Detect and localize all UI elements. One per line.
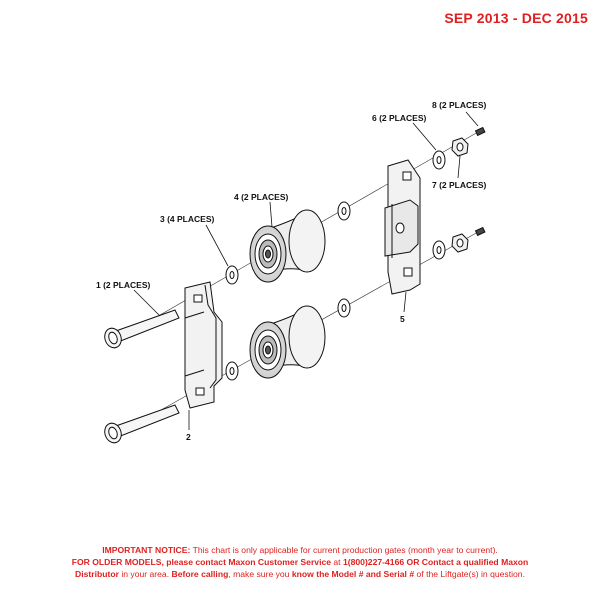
callout-part-6: 6 (2 PLACES) xyxy=(372,113,426,123)
important-notice: IMPORTANT NOTICE: This chart is only app… xyxy=(0,544,600,580)
nut-part-7 xyxy=(451,137,469,253)
phone-number: 1(800)227-4166 xyxy=(342,557,405,567)
assembly-axis-lines xyxy=(119,131,479,434)
pin-part-1 xyxy=(104,309,180,444)
exploded-parts-diagram: 1 (2 PLACES) 2 3 (4 PLACES) 4 (2 PLACES)… xyxy=(96,100,486,444)
distributor-text: Distributor xyxy=(75,569,119,579)
notice-tail: of the Liftgate(s) in question. xyxy=(414,569,525,579)
before-calling-text: Before calling xyxy=(171,569,229,579)
notice-line-1: IMPORTANT NOTICE: This chart is only app… xyxy=(0,544,600,556)
washer-part-6 xyxy=(432,150,446,260)
notice-at: at xyxy=(331,557,343,567)
washer-part-3 xyxy=(225,201,351,381)
notice-label: IMPORTANT NOTICE: xyxy=(102,545,191,555)
in-area-text: in your area. xyxy=(118,569,172,579)
bracket-part-2 xyxy=(184,281,223,409)
callout-part-3: 3 (4 PLACES) xyxy=(160,214,214,224)
notice-text: This chart is only applicable for curren… xyxy=(190,545,498,555)
fitting-part-8 xyxy=(474,126,486,237)
callout-part-2: 2 xyxy=(186,432,191,442)
leader-lines xyxy=(133,111,479,430)
roller-part-4 xyxy=(249,209,326,379)
notice-line-3: Distributor in your area. Before calling… xyxy=(0,568,600,580)
make-sure-text: , make sure you xyxy=(228,569,292,579)
notice-line-2: FOR OLDER MODELS, please contact Maxon C… xyxy=(0,556,600,568)
older-models-text: FOR OLDER MODELS, please contact Maxon C… xyxy=(71,557,332,567)
callout-part-7: 7 (2 PLACES) xyxy=(432,180,486,190)
bracket-part-5 xyxy=(384,159,421,295)
callout-part-8: 8 (2 PLACES) xyxy=(432,100,486,110)
callout-part-1: 1 (2 PLACES) xyxy=(96,280,150,290)
date-range: SEP 2013 - DEC 2015 xyxy=(444,10,588,26)
or-contact-text: OR Contact a qualified Maxon xyxy=(404,557,529,567)
callout-part-4: 4 (2 PLACES) xyxy=(234,192,288,202)
callout-part-5: 5 xyxy=(400,314,405,324)
model-serial-text: know the Model # and Serial # xyxy=(291,569,415,579)
